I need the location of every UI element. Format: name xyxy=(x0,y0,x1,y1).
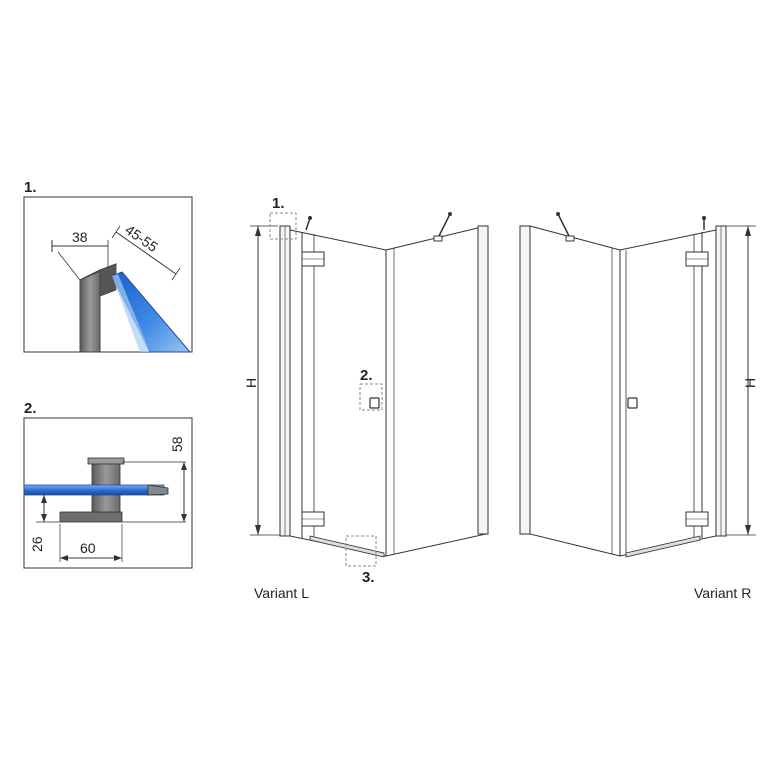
height-label-l: H xyxy=(243,378,259,388)
stabilizer-bar-r xyxy=(557,213,571,239)
top-bracket-l xyxy=(305,217,311,231)
dim-45-55-line xyxy=(115,231,177,275)
variant-l: H 1. 2. 3. Variant L xyxy=(243,195,489,601)
glass-end-clip xyxy=(147,484,169,496)
callout-box-1 xyxy=(269,212,297,240)
dim-60: 60 xyxy=(80,540,96,556)
stabilizer-bar-l xyxy=(437,213,451,239)
callout-2: 2. xyxy=(360,367,373,384)
door-handle-r xyxy=(627,397,638,409)
detail-2-label: 2. xyxy=(24,400,37,417)
variant-r: H Variant R xyxy=(519,212,758,601)
dim-38: 38 xyxy=(72,229,88,245)
door-handle-l xyxy=(369,397,380,409)
callout-box-3 xyxy=(345,535,377,567)
dim-26: 26 xyxy=(29,536,45,552)
height-label-r: H xyxy=(742,378,758,388)
glass-edge-highlight xyxy=(112,274,150,352)
bottom-seal-r xyxy=(625,535,701,558)
base-plate xyxy=(59,511,123,523)
dim-58: 58 xyxy=(169,436,185,452)
variant-l-caption: Variant L xyxy=(254,585,309,601)
glass-edge xyxy=(23,484,165,496)
side-panel-l xyxy=(385,225,487,557)
detail-2: 2. 58 26 60 xyxy=(23,400,193,569)
detail-1-label: 1. xyxy=(24,179,37,196)
detail-1: 1. 38 45-55 xyxy=(23,179,193,353)
callout-1: 1. xyxy=(272,195,285,212)
handle-cap xyxy=(87,457,125,465)
profile-post xyxy=(79,263,117,353)
wall-profile-r-left xyxy=(519,225,531,535)
door-panel-l xyxy=(289,229,387,557)
callout-box-2 xyxy=(359,383,383,411)
side-panel-r xyxy=(529,225,621,557)
bottom-seal-l xyxy=(309,535,385,558)
variant-r-caption: Variant R xyxy=(694,585,751,601)
callout-3: 3. xyxy=(362,569,375,586)
